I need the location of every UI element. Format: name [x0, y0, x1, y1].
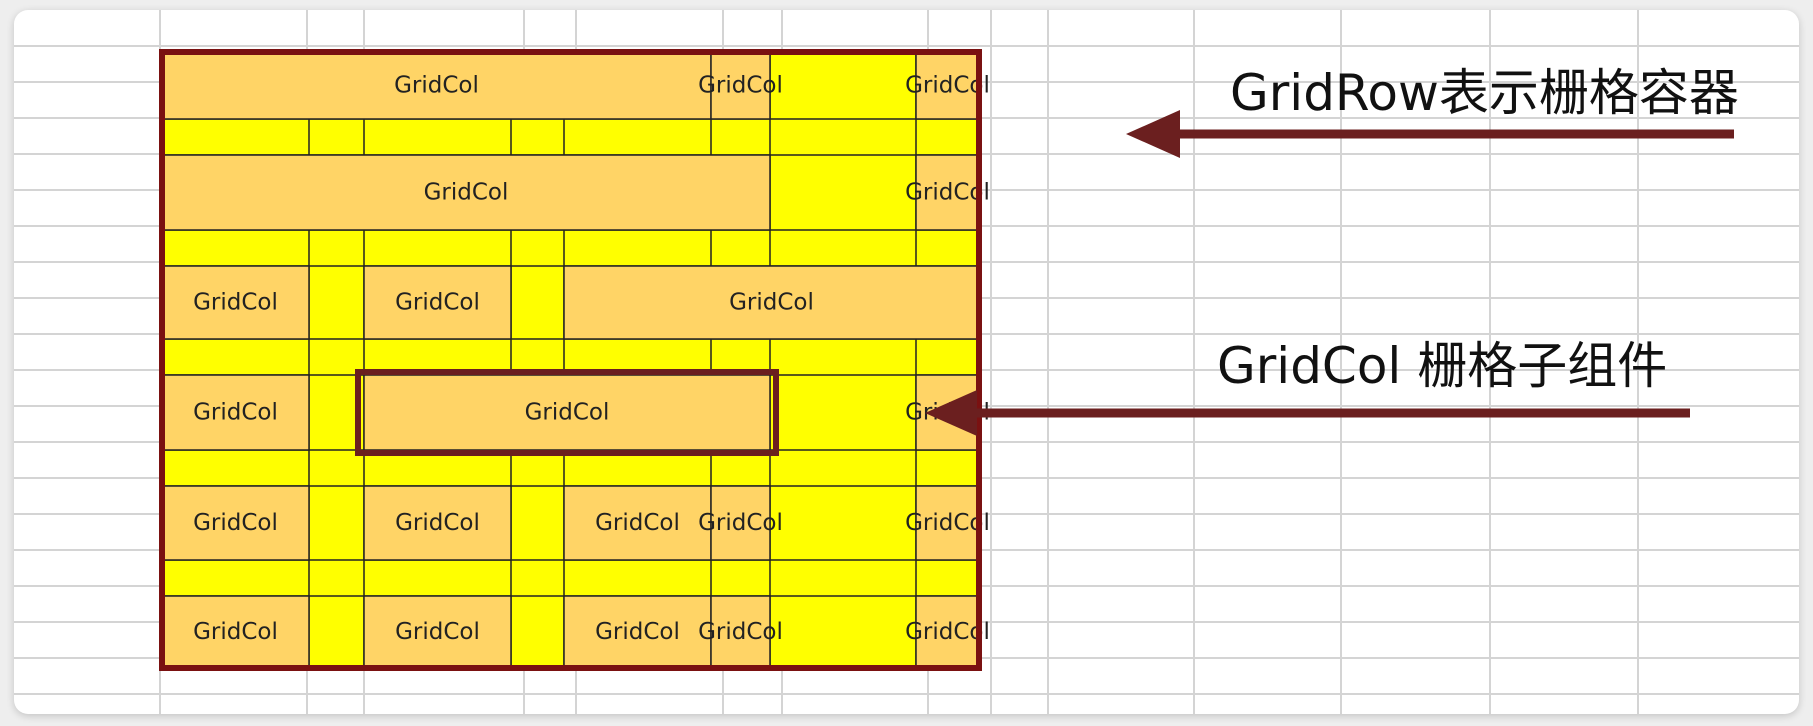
- gridcol-cell: [161, 374, 310, 451]
- gridcol-label: GridCol: [525, 400, 610, 426]
- gridcol-cell: [161, 51, 712, 120]
- gridcol-cell: [915, 51, 980, 120]
- gridcol-cell: [363, 595, 512, 669]
- highlighted-gridcol-border: [355, 369, 779, 456]
- gridcol-arrow-head: [925, 390, 977, 436]
- gridcol-label: GridCol: [595, 510, 680, 536]
- gridcol-label: GridCol: [424, 180, 509, 206]
- grid-filler: [162, 52, 979, 668]
- gridcol-cell: [161, 265, 310, 340]
- gridcol-label: GridCol: [698, 73, 783, 99]
- gridcol-label: GridCol: [905, 180, 990, 206]
- gridcol-cell: [161, 154, 771, 231]
- gridcol-cell: [363, 265, 512, 340]
- gridcol-cell: [710, 485, 771, 561]
- gridcol-label: GridCol 栅格子组件: [1217, 337, 1667, 395]
- gridcol-label: GridCol: [193, 400, 278, 426]
- gridcol-label: GridCol: [394, 73, 479, 99]
- gridcol-cell: [161, 485, 310, 561]
- gridcol-label: GridCol: [395, 290, 480, 316]
- gridcol-cell: [915, 154, 980, 231]
- gridrow-annotation: GridRow表示栅格容器: [1126, 64, 1739, 158]
- gridcol-annotation: GridCol 栅格子组件: [925, 337, 1690, 436]
- gridcol-label: GridCol: [595, 619, 680, 645]
- gridcol-label: GridCol: [905, 73, 990, 99]
- gridrow-arrow-head: [1126, 110, 1180, 158]
- gridcol-label: GridCol: [395, 619, 480, 645]
- gridcol-cell: [563, 485, 712, 561]
- gridcol-cell: [363, 374, 771, 451]
- gridcol-label: GridCol: [395, 510, 480, 536]
- gridcol-label: GridCol: [193, 290, 278, 316]
- gridcol-label: GridCol: [698, 510, 783, 536]
- gridcol-label: GridCol: [729, 290, 814, 316]
- gridcol-label: GridCol: [905, 619, 990, 645]
- gridcol-cell: [363, 485, 512, 561]
- gridcol-label: GridCol: [193, 510, 278, 536]
- gridcol-cell: [710, 51, 771, 120]
- gridrow-label: GridRow表示栅格容器: [1230, 64, 1739, 122]
- gridcol-label: GridCol: [698, 619, 783, 645]
- gridcol-label: GridCol: [905, 510, 990, 536]
- gridcol-label: GridCol: [193, 619, 278, 645]
- gridrow-border: [159, 49, 982, 671]
- gridcol-cell: [563, 265, 980, 340]
- gridcol-cell: [161, 595, 310, 669]
- gridcol-cell: [915, 485, 980, 561]
- gridcol-cell: [915, 595, 980, 669]
